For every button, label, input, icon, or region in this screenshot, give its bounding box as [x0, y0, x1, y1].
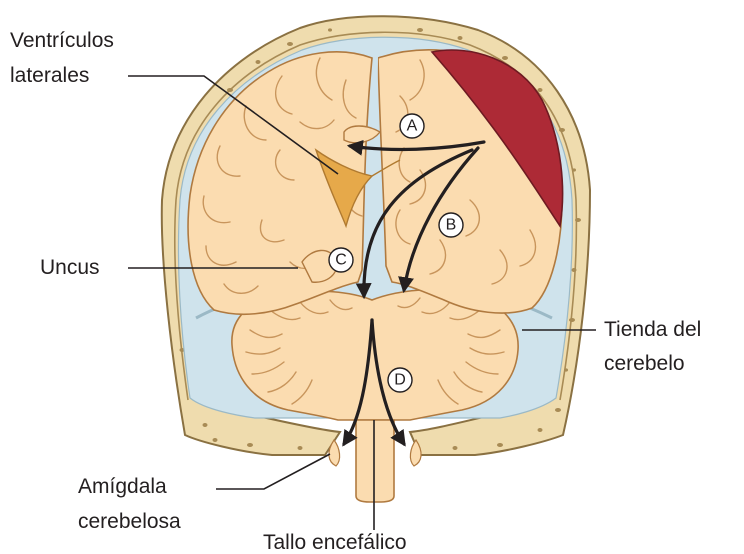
label-tentorium-line2: cerebelo: [604, 352, 685, 375]
marker-a: A: [400, 114, 424, 138]
label-brainstem-text: Tallo encefálico: [263, 531, 407, 554]
marker-b: B: [439, 213, 463, 237]
label-ventricles-line2: laterales: [10, 64, 89, 87]
brainstem: [356, 420, 394, 502]
label-uncus-text: Uncus: [40, 256, 100, 279]
svg-text:D: D: [394, 372, 406, 389]
label-tonsil: Amígdala cerebelosa: [78, 454, 330, 533]
label-tentorium-line1: Tienda del: [604, 318, 701, 341]
svg-text:C: C: [335, 252, 347, 269]
marker-c: C: [329, 248, 353, 272]
svg-text:B: B: [446, 217, 457, 234]
label-tonsil-line2: cerebelosa: [78, 510, 181, 533]
label-tonsil-line1: Amígdala: [78, 475, 167, 498]
label-ventricles-line1: Ventrículos: [10, 29, 114, 52]
svg-text:A: A: [407, 118, 418, 135]
marker-d: D: [388, 368, 412, 392]
